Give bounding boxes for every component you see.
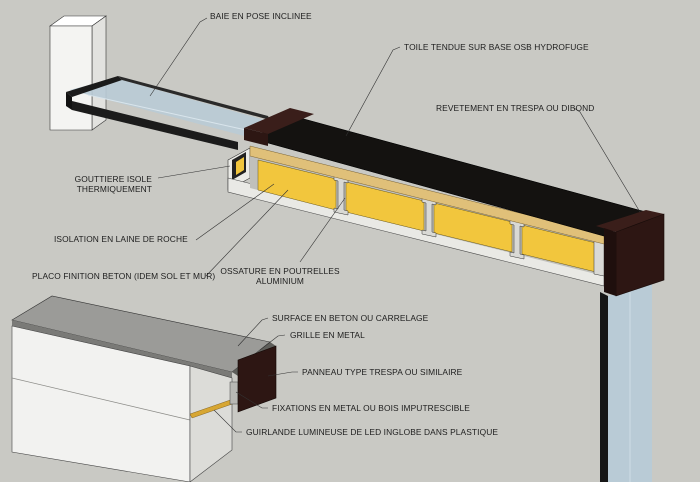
leader-ossature: [299, 197, 346, 263]
label-baie: BAIE EN POSE INCLINEE: [210, 11, 312, 21]
label-toile: TOILE TENDUE SUR BASE OSB HYDROFUGE: [404, 42, 589, 52]
trespa-cap-left: [244, 108, 314, 146]
leader-placo: [205, 189, 289, 277]
concrete-bench: [11, 295, 277, 482]
aluminium-beams: [333, 175, 605, 277]
label-surface: SURFACE EN BETON OU CARRELAGE: [272, 313, 429, 323]
leader-surface: [237, 317, 269, 347]
rock-wool-insulation: [257, 159, 597, 273]
label-guirlande: GUIRLANDE LUMINEUSE DE LED INGLOBE DANS …: [246, 427, 499, 437]
label-isolation: ISOLATION EN LAINE DE ROCHE: [54, 234, 188, 244]
vertical-glazing: [600, 282, 652, 482]
label-fixations: FIXATIONS EN METAL OU BOIS IMPUTRESCIBLE: [272, 403, 470, 413]
inclined-glazing: [66, 76, 272, 150]
leader-gouttiere: [157, 165, 231, 179]
trespa-fascia-right: [596, 210, 665, 297]
label-grille: GRILLE EN METAL: [290, 330, 365, 340]
leader-fixations: [235, 391, 268, 409]
label-gouttiere-1: GOUTTIERE ISOLE: [74, 174, 152, 184]
label-ossature-2: ALUMINIUM: [256, 276, 304, 286]
leader-toile: [345, 46, 401, 137]
label-gouttiere-2: THERMIQUEMENT: [76, 184, 152, 194]
label-ossature-1: OSSATURE EN POUTRELLES: [220, 266, 340, 276]
label-revetement: REVETEMENT EN TRESPA OU DIBOND: [436, 103, 595, 113]
leader-panneau: [267, 371, 298, 377]
leader-baie: [149, 17, 208, 97]
leader-lines: [149, 17, 641, 433]
label-panneau: PANNEAU TYPE TRESPA OU SIMILAIRE: [302, 367, 463, 377]
leader-guirlande: [213, 409, 242, 433]
leader-grille: [259, 334, 286, 351]
leader-isolation: [195, 183, 275, 241]
label-placo: PLACO FINITION BETON (IDEM SOL ET MUR): [32, 271, 216, 281]
leader-revetement: [573, 107, 641, 213]
